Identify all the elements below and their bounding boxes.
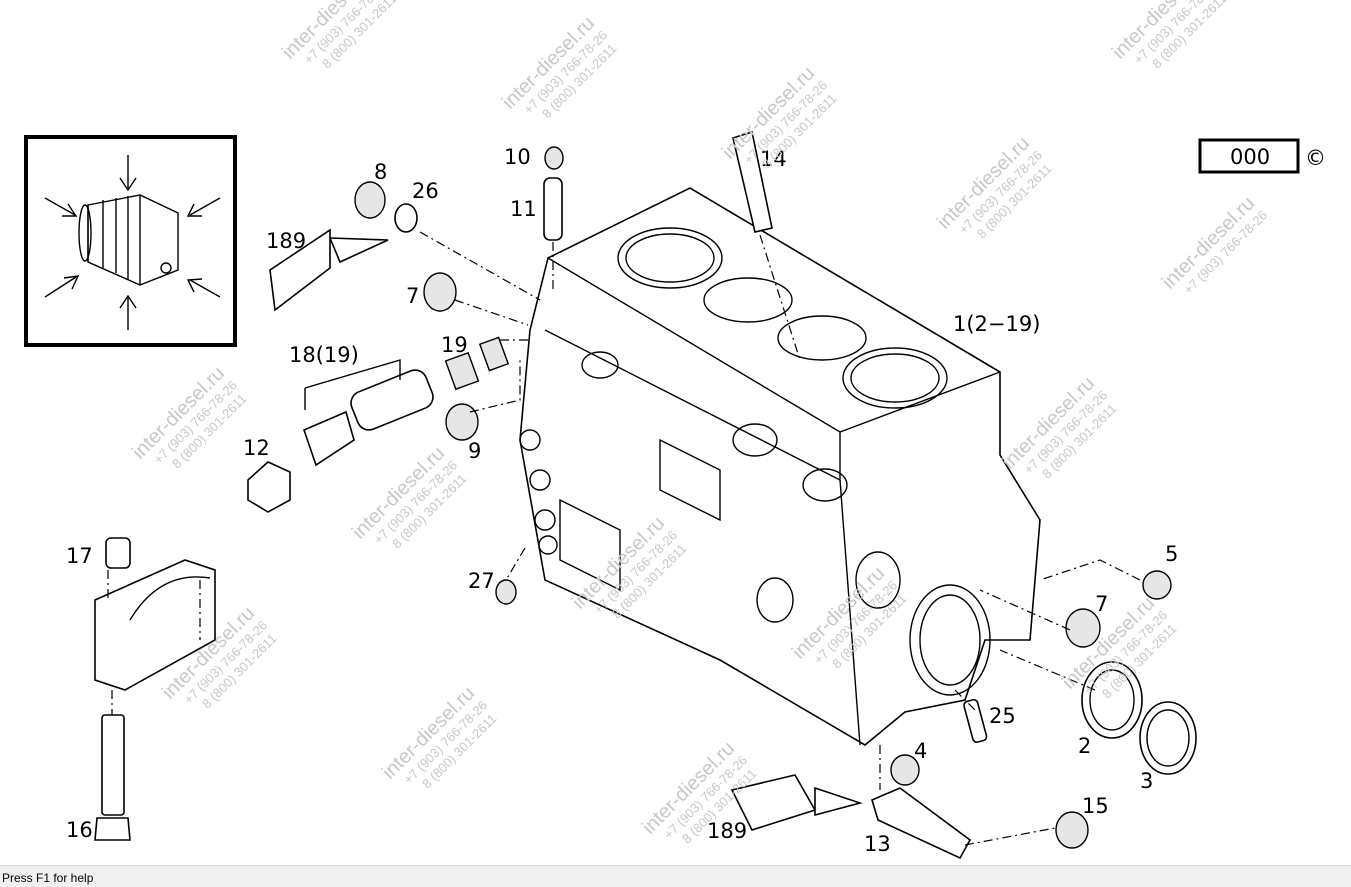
- leader-lines: [107, 231, 1141, 846]
- callout-19: 19: [441, 333, 468, 357]
- callout-17: 17: [66, 544, 93, 568]
- status-bar: Press F1 for help: [0, 865, 1351, 887]
- callout-15: 15: [1082, 794, 1109, 818]
- callout-11: 11: [510, 197, 537, 221]
- diagram-code: 000: [1230, 145, 1270, 169]
- callout-7-left: 7: [406, 284, 419, 308]
- inset-pressure-test-box: [24, 135, 237, 347]
- callout-18: 18(19): [289, 343, 359, 367]
- callout-27: 27: [468, 569, 495, 593]
- callout-3: 3: [1140, 769, 1153, 793]
- diagram-code-box: 000 ©: [1198, 138, 1326, 174]
- callout-1: 1(2−19): [953, 312, 1040, 336]
- callout-4: 4: [914, 739, 927, 763]
- callout-12: 12: [243, 436, 270, 460]
- callout-189-upper: 189: [266, 229, 306, 253]
- callouts: 8 26 189 10 11 14 7 1(2−19) 18(19) 19 9 …: [66, 145, 1178, 856]
- status-bar-text: Press F1 for help: [2, 871, 94, 885]
- callout-26: 26: [412, 179, 439, 203]
- engine-block: [519, 187, 1041, 746]
- callout-189-lower: 189: [707, 819, 747, 843]
- callout-9: 9: [468, 439, 481, 463]
- callout-8: 8: [374, 160, 387, 184]
- callout-10: 10: [504, 145, 531, 169]
- callout-2: 2: [1078, 734, 1091, 758]
- callout-16: 16: [66, 818, 93, 842]
- callout-5: 5: [1165, 542, 1178, 566]
- callout-13: 13: [864, 832, 891, 856]
- engine-block-parts-diagram: 8 26 189 10 11 14 7 1(2−19) 18(19) 19 9 …: [24, 0, 1326, 860]
- callout-14: 14: [760, 147, 787, 171]
- callout-25: 25: [989, 704, 1016, 728]
- copyright-mark: ©: [1305, 146, 1326, 170]
- part-shapes: [94, 130, 1197, 860]
- callout-7-right: 7: [1095, 592, 1108, 616]
